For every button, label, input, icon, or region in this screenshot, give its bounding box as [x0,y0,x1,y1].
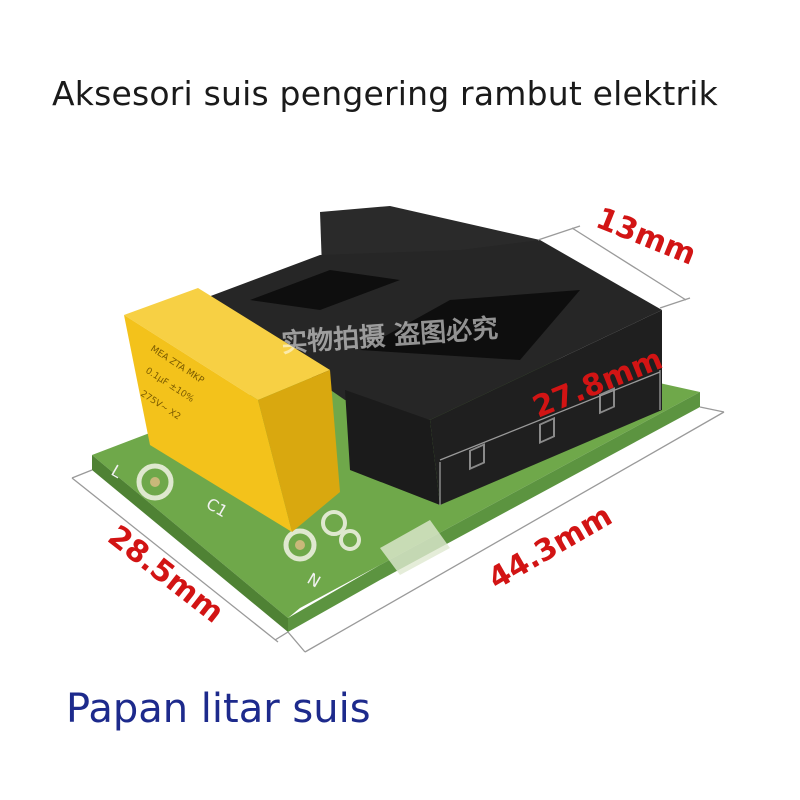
subtitle: Papan litar suis [66,686,371,732]
pad-n-icon [283,528,317,562]
dimension-height-label: 13mm [591,201,701,273]
x2-capacitor: MEA ZTA MKP 0.1µF ±10% 275V~ X2 [124,288,340,532]
page-title: Aksesori suis pengering rambut elektrik [52,74,718,113]
pad-l-icon [136,463,174,501]
dimension-lines [71,225,725,653]
